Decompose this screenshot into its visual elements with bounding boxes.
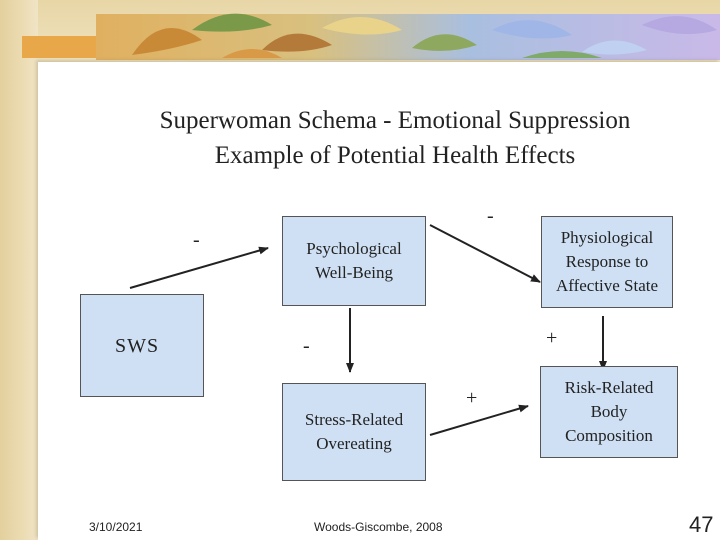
footer-date: 3/10/2021 <box>89 520 143 534</box>
node-sws: SWS <box>80 294 204 397</box>
node-physiological-response: Physiological Response to Affective Stat… <box>541 216 673 308</box>
node-stress-related-overeating: Stress-Related Overeating <box>282 383 426 481</box>
arrow-sws-to-psych <box>129 246 269 289</box>
node-sws-label: SWS <box>115 334 160 357</box>
sign-sws-to-psych: - <box>193 229 200 251</box>
decorative-leaf-banner <box>22 0 720 60</box>
slide-title-line1: Superwoman Schema - Emotional Suppressio… <box>159 107 631 134</box>
node-physio-line1: Physiological <box>560 228 654 247</box>
node-physio-line3: Affective State <box>555 276 659 295</box>
node-risk-line1: Risk-Related <box>564 378 654 397</box>
node-physio-line2: Response to <box>565 252 649 271</box>
sign-psych-to-stress: - <box>303 335 310 357</box>
arrow-psych-to-physio <box>429 224 541 283</box>
footer-source: Woods-Giscombe, 2008 <box>314 520 443 534</box>
node-risk-line3: Composition <box>565 426 653 445</box>
parchment-border <box>0 0 38 540</box>
sign-psych-to-physio: - <box>487 205 494 227</box>
page-number: 47 <box>689 512 714 537</box>
sign-stress-to-risk: + <box>466 387 478 409</box>
node-stress-line1: Stress-Related <box>304 410 404 429</box>
node-psychological-well-being: Psychological Well-Being <box>282 216 426 306</box>
node-psych-line1: Psychological <box>306 239 402 258</box>
arrow-stress-to-risk <box>429 404 529 436</box>
sign-physio-to-risk: + <box>546 327 558 349</box>
node-stress-line2: Overeating <box>316 434 392 453</box>
node-psych-line2: Well-Being <box>315 263 393 282</box>
node-risk-line2: Body <box>590 402 628 421</box>
node-risk-related-body-composition: Risk-Related Body Composition <box>540 366 678 458</box>
slide-title-line2: Example of Potential Health Effects <box>214 142 576 169</box>
